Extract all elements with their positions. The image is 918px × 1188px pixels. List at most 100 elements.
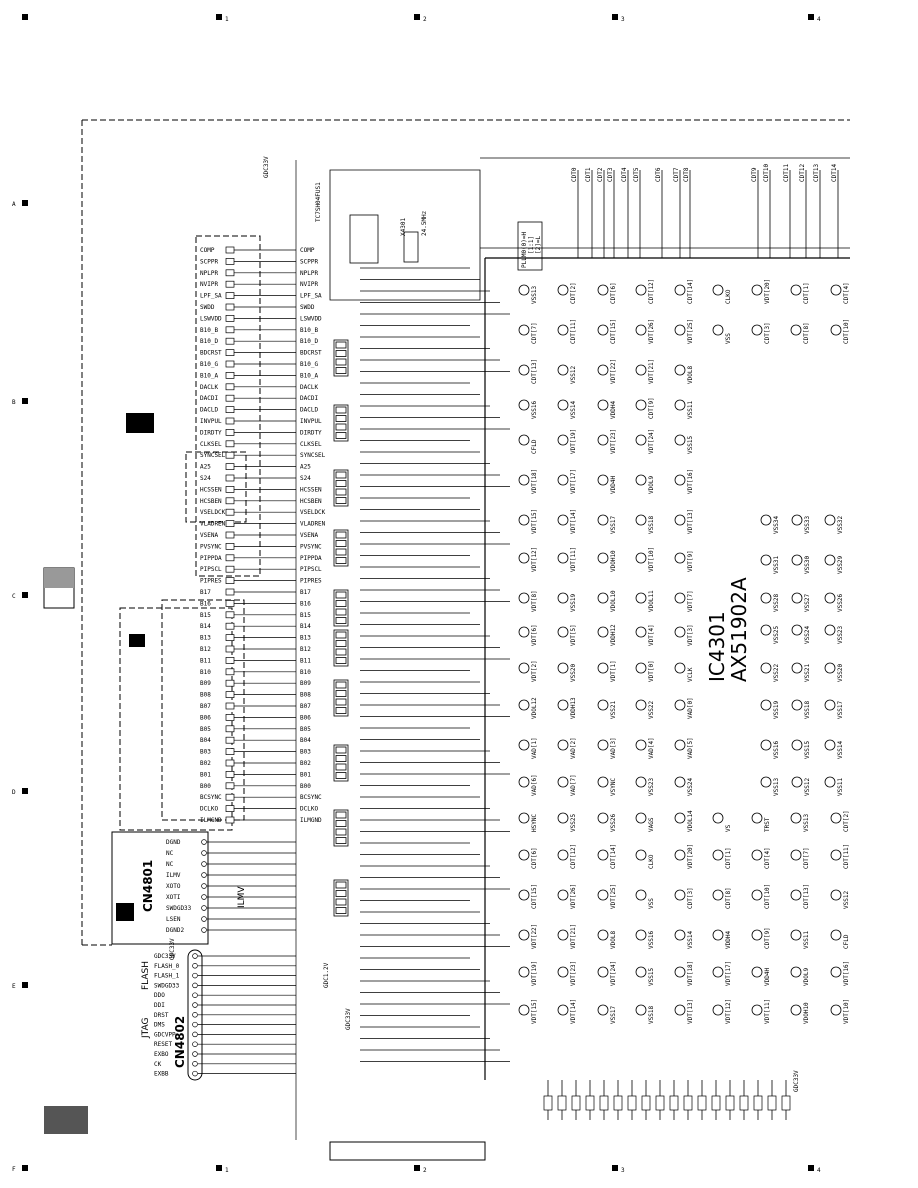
ic-pin-label: VDT[23] bbox=[570, 961, 577, 986]
net-signal-label: DCLKO bbox=[300, 806, 318, 813]
grid-pin bbox=[791, 699, 803, 711]
left-signal-label: BDCRST bbox=[200, 350, 222, 357]
ic-pin bbox=[830, 1004, 842, 1016]
cn4801-label: CN4801 bbox=[141, 860, 155, 912]
left-signal-label: INVPUL bbox=[200, 418, 222, 425]
signal-pad bbox=[225, 611, 235, 619]
page-number: 3 bbox=[621, 16, 625, 23]
net-signal-label: NPLPR bbox=[300, 270, 318, 277]
signal-pad bbox=[225, 634, 235, 641]
ic-pin bbox=[557, 889, 569, 901]
ic-pin bbox=[674, 474, 686, 486]
signal-pad bbox=[225, 668, 235, 676]
ic-pin-label: CDT[6] bbox=[531, 847, 538, 869]
ic-pin-label: VSS13 bbox=[531, 286, 538, 304]
net-signal-label: VSELDCK bbox=[300, 509, 326, 516]
cn4801-box bbox=[111, 831, 209, 945]
left-signal-label: CLKSEL bbox=[200, 441, 222, 448]
ic-pin-label: CDT[1] bbox=[725, 847, 732, 869]
net-signal-label: B00 bbox=[300, 783, 311, 790]
net-signal-label: HCSBEN bbox=[300, 498, 322, 505]
net-signal-label: B10_B bbox=[300, 327, 318, 334]
ic-pin bbox=[751, 849, 763, 861]
ic-pin-label: VDD4H bbox=[610, 476, 617, 494]
ic-pin-label: CDT[3] bbox=[687, 887, 694, 909]
ic-pin-label: VDT[22] bbox=[531, 924, 538, 949]
cn4801-pin bbox=[201, 916, 207, 922]
grid-pin-label: VSS16 bbox=[773, 741, 780, 759]
ic-pin-label: VDT[10] bbox=[843, 999, 850, 1024]
frame-markers bbox=[22, 14, 814, 1171]
ic-pin bbox=[674, 966, 686, 978]
ic-pin-label: VDT[20] bbox=[687, 844, 694, 869]
ic-pin bbox=[635, 739, 647, 751]
grid-pin-label: VSS34 bbox=[773, 516, 780, 534]
cn4802-pin bbox=[192, 1070, 198, 1077]
ic-pin-label: CDT[6] bbox=[610, 282, 617, 304]
net-signal-label: B08 bbox=[300, 692, 311, 699]
pll-box bbox=[517, 221, 543, 271]
ic-pin bbox=[830, 284, 842, 296]
ic-pin bbox=[518, 474, 530, 486]
signal-pad bbox=[225, 258, 235, 265]
left-signal-label: B10_D bbox=[200, 338, 218, 345]
signal-pad bbox=[225, 349, 235, 356]
cn4801-pin-label: NC bbox=[166, 861, 174, 868]
ic-pin-label: VDT[13] bbox=[687, 509, 694, 534]
signal-pad bbox=[225, 714, 235, 721]
ic-pin bbox=[518, 514, 530, 526]
dashed-border bbox=[81, 119, 850, 946]
ic-pin-label: VDT[23] bbox=[610, 429, 617, 454]
net-signal-label: SCPPR bbox=[300, 258, 318, 265]
grid-pin-label: VSS30 bbox=[804, 556, 811, 574]
ic-pin bbox=[674, 929, 686, 941]
ic-pin bbox=[557, 514, 569, 526]
ic-pin bbox=[557, 812, 569, 824]
signal-pad bbox=[225, 520, 235, 527]
bus-label: CDT0 bbox=[571, 167, 578, 182]
cn4802-pin bbox=[192, 982, 198, 989]
bottom-resistor bbox=[711, 1095, 721, 1111]
ic-pin-label: VDT[24] bbox=[648, 429, 655, 454]
net-signal-label: PIPRES bbox=[300, 578, 322, 585]
ic-pin-label: HSYNC bbox=[531, 814, 538, 832]
ic-pin-label: VDT[21] bbox=[648, 359, 655, 384]
signal-pad bbox=[225, 303, 235, 311]
ic-pin-label: VDDH13 bbox=[570, 697, 577, 719]
ic-pin-label: VSS14 bbox=[687, 931, 694, 949]
cn4801-pin bbox=[201, 927, 207, 933]
page-number: 2 bbox=[423, 1167, 427, 1174]
bus-label: CDT12 bbox=[799, 164, 806, 182]
ic-pin-label: VAD[2] bbox=[570, 737, 577, 759]
ic-pin bbox=[518, 699, 530, 711]
left-signal-label: B10 bbox=[200, 669, 211, 676]
resistor-array bbox=[333, 679, 349, 717]
cn4801-pin bbox=[201, 894, 207, 900]
bus-label: CDT6 bbox=[655, 167, 662, 182]
ic-pin-label: VDOL11 bbox=[648, 590, 655, 612]
block-marker-1 bbox=[126, 413, 154, 433]
signal-pad bbox=[225, 246, 235, 254]
ic-pin bbox=[518, 776, 530, 788]
net-signal-label: B17 bbox=[300, 589, 311, 596]
net-signal-label: HCSSEN bbox=[300, 486, 322, 493]
ic-pin-label: VDOL9 bbox=[648, 476, 655, 494]
ic-pin-label: VDOH10 bbox=[803, 1002, 810, 1024]
ic-pin bbox=[635, 889, 647, 901]
row-marker: C bbox=[12, 593, 16, 600]
net-signal-label: B03 bbox=[300, 749, 311, 756]
supply-label-1: GDC33V bbox=[263, 156, 270, 178]
cn4802-pin bbox=[192, 1031, 198, 1038]
bus-label: CDT14 bbox=[831, 164, 838, 182]
grid-pin bbox=[791, 739, 803, 751]
cn4801-pin bbox=[201, 883, 207, 889]
resistor-array bbox=[333, 339, 349, 377]
ic-pin-label: VAGS bbox=[648, 817, 655, 832]
left-signal-label: DACDI bbox=[200, 395, 218, 402]
ic-pin bbox=[635, 364, 647, 376]
ic-pin bbox=[635, 776, 647, 788]
signal-lines bbox=[198, 160, 510, 1140]
cn4801-pin-label: LSEN bbox=[166, 916, 181, 923]
ic-pin-label: VDT[1] bbox=[610, 660, 617, 682]
net-signal-label: B14 bbox=[300, 623, 311, 630]
